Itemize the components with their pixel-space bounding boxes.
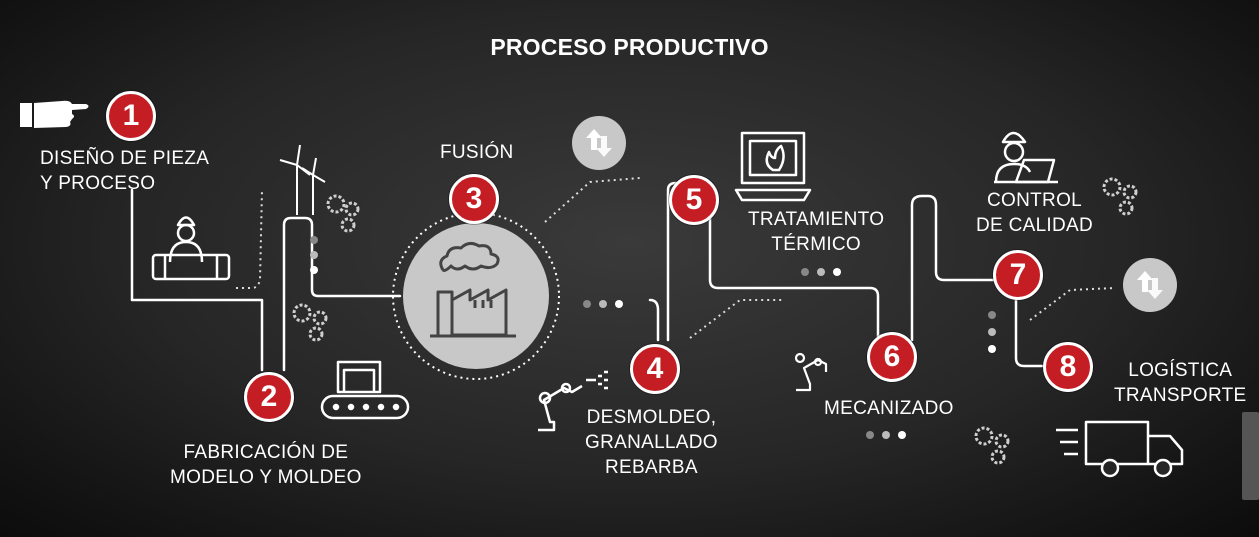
step-label-6: MECANIZADO: [824, 398, 954, 419]
furnace-icon: [734, 131, 812, 202]
connector-6-7: [910, 194, 997, 342]
step-label-8: LOGÍSTICA TRANSPORTE: [1114, 360, 1247, 406]
connector-7-8: [1014, 293, 1044, 368]
step-badge-5: 5: [669, 175, 719, 225]
robot-arm-icon: [538, 370, 608, 432]
gears-icon: [1102, 177, 1138, 216]
step-badge-7: 7: [993, 250, 1043, 300]
ellipsis-dots: [310, 236, 996, 439]
step-label-3: FUSIÓN: [440, 142, 514, 163]
page-title: PROCESO PRODUCTIVO: [490, 34, 769, 60]
connector-5-6: [708, 213, 880, 342]
inspector-laptop-icon: [994, 131, 1058, 184]
scrollbar-thumb[interactable]: [1242, 412, 1259, 500]
step-label-4: DESMOLDEO, GRANALLADO REBARBA: [585, 407, 718, 478]
conveyor-box-icon: [320, 360, 410, 420]
gears-icon: [292, 303, 328, 342]
step-badge-3: 3: [449, 174, 499, 224]
wind-turbine-icon: [279, 144, 326, 215]
truck-icon: [1056, 420, 1184, 478]
factory-icon: [392, 212, 560, 380]
connector-3-4: [648, 298, 660, 342]
step-label-1: DISEÑO DE PIEZA Y PROCESO: [40, 148, 210, 194]
gears-icon: [326, 194, 360, 233]
step-badge-6: 6: [867, 332, 917, 382]
connector-2-3: [282, 216, 402, 372]
connector-1-2: [130, 188, 264, 372]
robot-arm-icon: [794, 352, 828, 392]
exchange-arrows-icon: [1123, 258, 1177, 312]
exchange-arrows-icon: [572, 116, 626, 170]
step-label-2: FABRICACIÓN DE MODELO Y MOLDEO: [170, 442, 362, 488]
gears-icon: [974, 426, 1010, 465]
step-badge-2: 2: [244, 372, 294, 422]
step-badge-1: 1: [106, 91, 156, 141]
step-badge-4: 4: [630, 344, 680, 394]
worker-icon: [151, 216, 231, 281]
step-label-7: CONTROL DE CALIDAD: [976, 190, 1094, 236]
connector-lines: [130, 181, 1044, 372]
pointing-hand-icon: [20, 100, 89, 128]
step-badge-8: 8: [1043, 342, 1093, 392]
dotted-leaders: [236, 177, 1116, 339]
step-label-5: TRATAMIENTO TÉRMICO: [748, 209, 885, 255]
